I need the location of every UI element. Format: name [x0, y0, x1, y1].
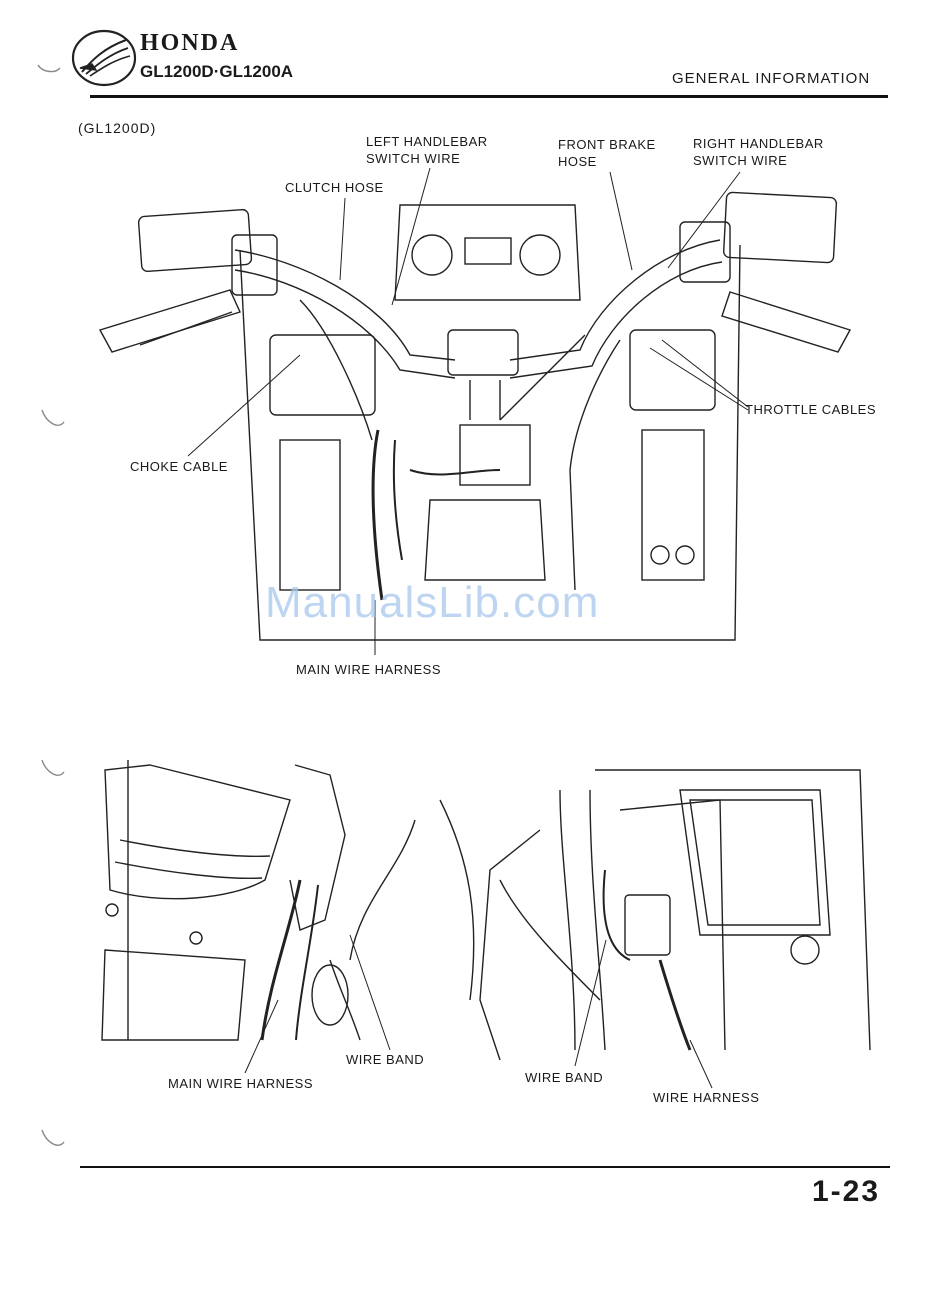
- callout-main-wire-harness-top: MAIN WIRE HARNESS: [296, 661, 441, 678]
- top-figure-drawing: [100, 192, 850, 640]
- section-title: GENERAL INFORMATION: [672, 70, 870, 87]
- bottom-right-leaders: [575, 940, 712, 1088]
- callout-wire-harness: WIRE HARNESS: [653, 1089, 759, 1106]
- callout-throttle-cables: THROTTLE CABLES: [745, 401, 876, 418]
- page-number: 1-23: [812, 1175, 880, 1209]
- callout-right-handlebar-switch-wire: RIGHT HANDLEBAR SWITCH WIRE: [693, 135, 824, 169]
- bottom-right-figure-drawing: [480, 770, 870, 1060]
- callout-clutch-hose: CLUTCH HOSE: [285, 179, 384, 196]
- binder-hole-marks: [38, 65, 64, 1145]
- callout-wire-band-left: WIRE BAND: [346, 1051, 424, 1068]
- bottom-left-figure-drawing: [102, 760, 474, 1040]
- callout-main-wire-harness-bottom: MAIN WIRE HARNESS: [168, 1075, 313, 1092]
- brand-name: HONDA: [140, 30, 239, 57]
- header-rule: [90, 95, 888, 98]
- callout-front-brake-hose: FRONT BRAKE HOSE: [558, 136, 656, 170]
- callout-choke-cable: CHOKE CABLE: [130, 458, 228, 475]
- callout-wire-band-right: WIRE BAND: [525, 1069, 603, 1086]
- footer-rule: [80, 1166, 890, 1168]
- model-title: GL1200D·GL1200A: [140, 62, 293, 82]
- variant-label: (GL1200D): [78, 120, 156, 136]
- callout-left-handlebar-switch-wire: LEFT HANDLEBAR SWITCH WIRE: [366, 133, 488, 167]
- watermark: ManualsLib.com: [265, 578, 599, 628]
- honda-wing-logo: [73, 31, 135, 85]
